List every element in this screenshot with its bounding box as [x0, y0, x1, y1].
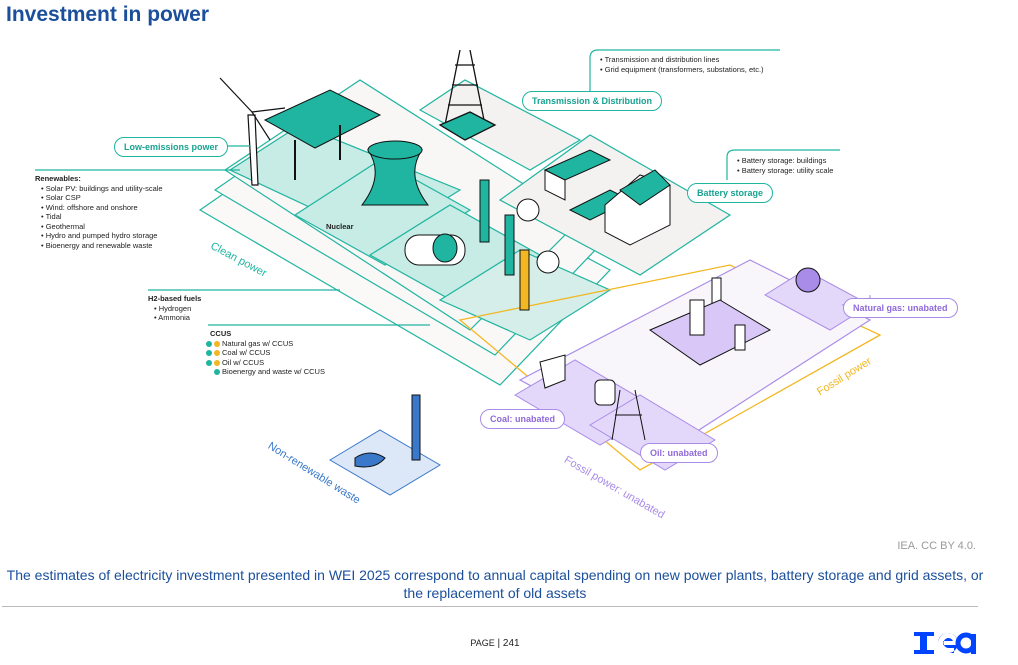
list-item: Coal w/ CCUS: [206, 348, 325, 358]
waste-zone-tile: [329, 429, 441, 496]
ccus-heading: CCUS: [210, 329, 232, 338]
divider: [2, 606, 978, 607]
page-number-value: 241: [502, 638, 520, 649]
transmission-distribution-label: Transmission & Distribution: [522, 91, 663, 111]
item-text: Natural gas w/ CCUS: [222, 338, 294, 348]
renewables-heading: Renewables:: [35, 174, 81, 183]
fossil-plant-icons: [354, 267, 821, 468]
low-emissions-power-label: Low-emissions power: [114, 137, 229, 157]
list-item: Solar PV: buildings and utility-scale: [41, 184, 163, 194]
transmission-tower-icon: [438, 49, 497, 141]
list-item: Grid equipment (transformers, substation…: [600, 65, 764, 75]
ccus-list: CCUS Natural gas w/ CCUS Coal w/ CCUS Oi…: [206, 329, 325, 377]
smokestack-icons: [479, 179, 560, 311]
list-item: Oil w/ CCUS: [206, 358, 325, 368]
page-label: Page: [470, 638, 495, 648]
page-number: Page | 241: [470, 638, 520, 649]
list-item: Battery storage: buildings: [737, 156, 833, 166]
coal-unabated-label: Coal: unabated: [480, 409, 566, 429]
list-item: Wind: offshore and onshore: [41, 203, 163, 213]
list-item: Transmission and distribution lines: [600, 55, 764, 65]
item-text: Oil w/ CCUS: [222, 357, 265, 367]
battery-notes: Battery storage: buildings Battery stora…: [731, 156, 834, 176]
list-item: Hydrogen: [154, 304, 201, 314]
list-item: Bioenergy and waste w/ CCUS: [206, 367, 325, 377]
list-item: Solar CSP: [41, 193, 163, 203]
power-investment-illustration: [35, 49, 882, 496]
item-text: Bioenergy and waste w/ CCUS: [222, 367, 325, 376]
list-item: Geothermal: [41, 222, 163, 232]
credit-text: IEA. CC BY 4.0.: [897, 540, 976, 552]
list-item: Hydro and pumped hydro storage: [41, 231, 163, 241]
h2-heading: H2-based fuels: [148, 294, 202, 303]
list-item: Ammonia: [154, 313, 201, 323]
h2-fuels-list: H2-based fuels Hydrogen Ammonia: [148, 294, 201, 323]
renewables-list: Renewables: Solar PV: buildings and util…: [35, 174, 163, 250]
transmission-notes: Transmission and distribution lines Grid…: [594, 55, 764, 74]
list-item: Battery storage: utility scale: [737, 166, 834, 176]
caption: The estimates of electricity investment …: [6, 567, 984, 601]
iea-logo: [914, 632, 976, 654]
list-item: Bioenergy and renewable waste: [41, 241, 163, 251]
natural-gas-unabated-label: Natural gas: unabated: [843, 298, 958, 318]
leader-lines: [35, 49, 840, 326]
list-item: Tidal: [41, 212, 163, 222]
oil-unabated-label: Oil: unabated: [640, 443, 718, 463]
hydrogen-tank-icon: [404, 233, 466, 266]
list-item: Natural gas w/ CCUS: [206, 339, 325, 349]
solar-panel-icon: [263, 89, 382, 180]
item-text: Coal w/ CCUS: [222, 348, 271, 357]
page-title: Investment in power: [6, 3, 210, 26]
wind-turbine-icon: [219, 77, 286, 186]
battery-storage-label: Battery storage: [687, 183, 774, 203]
nuclear-label: Nuclear: [326, 222, 354, 231]
nuclear-cooling-tower-icon: [360, 140, 430, 206]
battery-storage-icons: [543, 149, 671, 246]
